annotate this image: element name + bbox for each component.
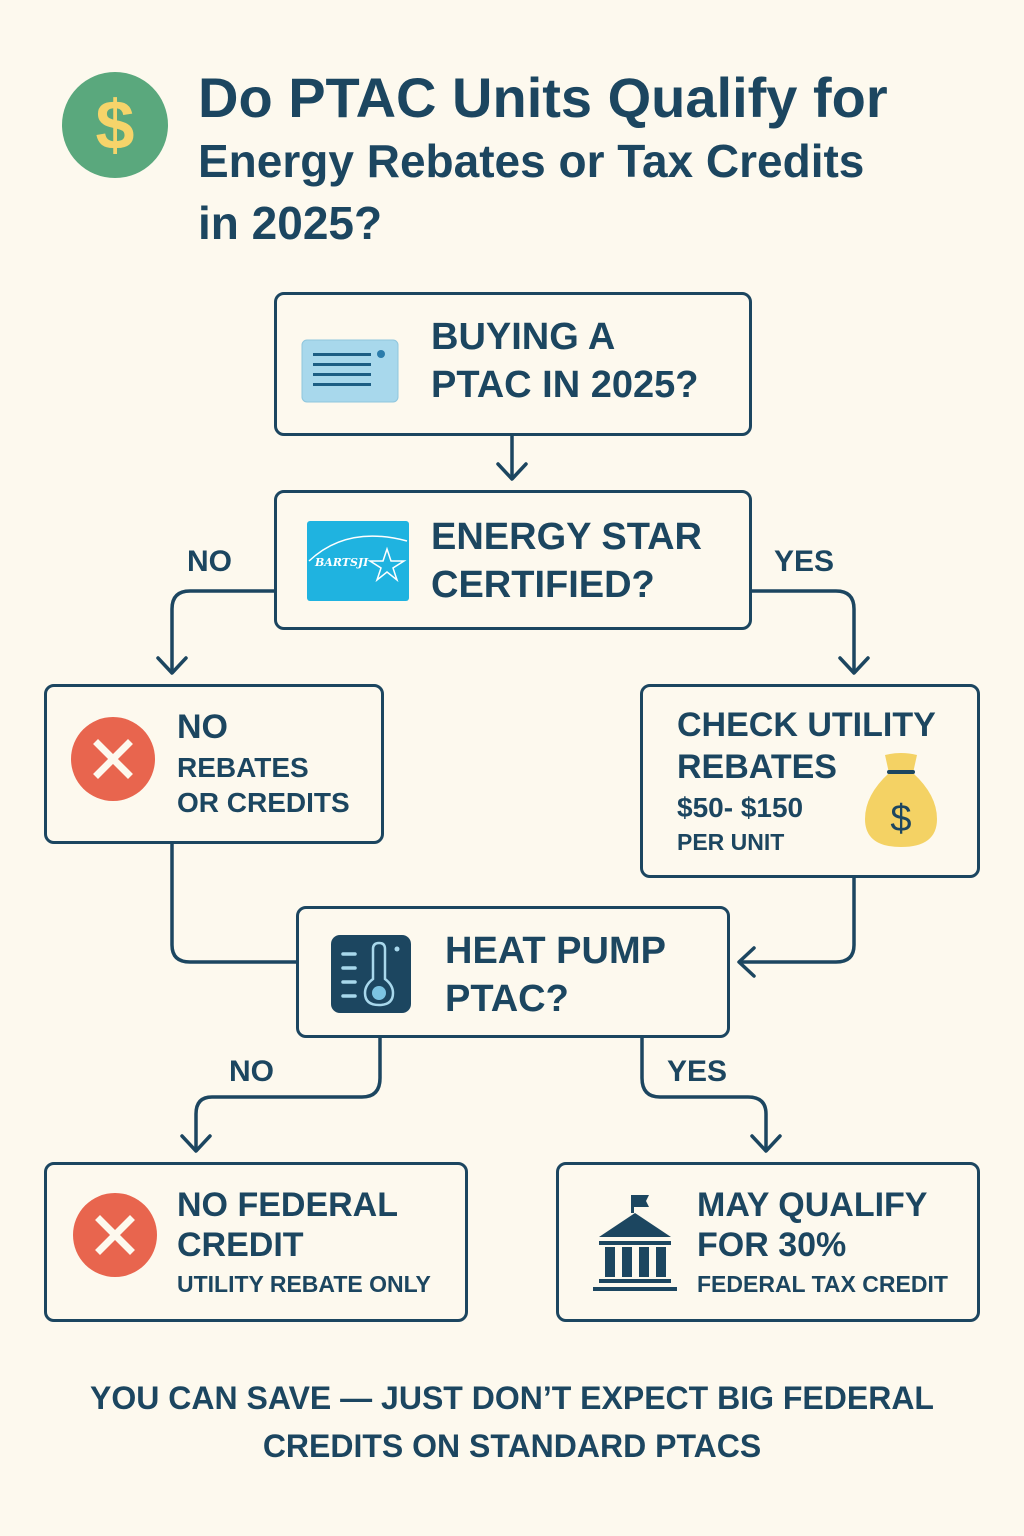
- footer-line-1: YOU CAN SAVE — JUST DON’T EXPECT BIG FED…: [90, 1380, 934, 1416]
- node-text-rebate-range: $50- $150: [677, 792, 804, 823]
- node-text-line-1: HEAT PUMP: [445, 930, 666, 972]
- title-line-2: Energy Rebates or Tax Credits: [198, 135, 865, 187]
- node-no-federal-credit: NO FEDERAL CREDIT UTILITY REBATE ONLY: [44, 1162, 468, 1322]
- edge-label-no: NO: [187, 545, 232, 578]
- node-text-line-2: CREDIT: [177, 1226, 304, 1264]
- title-line-1: Do PTAC Units Qualify for: [198, 66, 888, 129]
- money-bag-icon: $: [865, 753, 937, 847]
- x-circle-icon: [71, 717, 155, 801]
- edge-label-yes: YES: [774, 545, 835, 578]
- node-text-line-1: BUYING A: [431, 316, 616, 358]
- edge-label-no: NO: [229, 1055, 274, 1088]
- footer-note: YOU CAN SAVE — JUST DON’T EXPECT BIG FED…: [0, 1374, 1024, 1470]
- node-text-line-2: REBATES: [177, 752, 309, 783]
- dollar-circle-icon: $: [62, 72, 168, 178]
- node-text-line-1: CHECK UTILITY: [677, 706, 936, 744]
- x-circle-icon: [73, 1193, 157, 1277]
- node-text-line-2: FOR 30%: [697, 1226, 847, 1264]
- node-text-line-3: OR CREDITS: [177, 787, 350, 818]
- government-building-icon: [593, 1195, 677, 1291]
- node-may-qualify: MAY QUALIFY FOR 30% FEDERAL TAX CREDIT: [556, 1162, 980, 1322]
- node-text-line-2: REBATES: [677, 748, 837, 786]
- node-text-line-1: ENERGY STAR: [431, 516, 702, 558]
- title-line-3: in 2025?: [198, 197, 383, 249]
- page-title: Do PTAC Units Qualify for Energy Rebates…: [198, 66, 1008, 254]
- node-text-line-2: CERTIFIED?: [431, 564, 655, 606]
- node-buying-ptac: BUYING A PTAC IN 2025?: [274, 292, 752, 436]
- edge-label-yes: YES: [667, 1055, 728, 1088]
- node-utility-rebates: CHECK UTILITY REBATES $50- $150 PER UNIT…: [640, 684, 980, 878]
- node-text-line-1: MAY QUALIFY: [697, 1186, 928, 1224]
- node-heat-pump: HEAT PUMP PTAC?: [296, 906, 730, 1038]
- thermometer-icon: [331, 935, 411, 1013]
- svg-text:$: $: [890, 798, 911, 840]
- node-text-line-1: NO FEDERAL: [177, 1186, 398, 1224]
- energy-star-logo-text: BARTSJI: [315, 556, 369, 569]
- node-energy-star: BARTSJI ENERGY STAR CERTIFIED?: [274, 490, 752, 630]
- node-text-line-2: PTAC IN 2025?: [431, 364, 699, 406]
- footer-line-2: CREDITS ON STANDARD PTACS: [262, 1428, 762, 1464]
- node-text-line-3: UTILITY REBATE ONLY: [177, 1271, 431, 1297]
- energy-star-logo-icon: BARTSJI: [307, 521, 409, 601]
- ptac-unit-icon: [301, 339, 399, 403]
- node-no-rebates: NO REBATES OR CREDITS: [44, 684, 384, 844]
- node-text-line-1: NO: [177, 708, 228, 746]
- node-text-line-3: FEDERAL TAX CREDIT: [697, 1271, 948, 1297]
- node-text-line-2: PTAC?: [445, 978, 569, 1020]
- node-text-line-4: PER UNIT: [677, 829, 785, 855]
